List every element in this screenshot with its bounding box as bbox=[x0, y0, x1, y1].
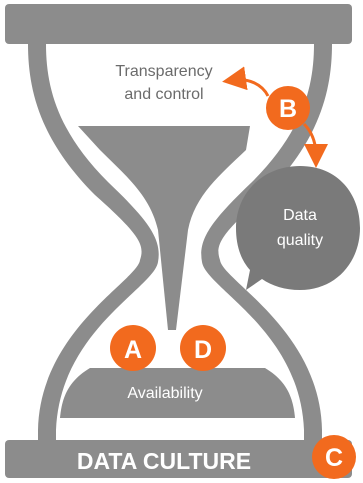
bottom-sand-label: Availability bbox=[127, 385, 202, 402]
badge-b-letter: B bbox=[279, 95, 297, 123]
hourglass-top-bar bbox=[5, 4, 352, 44]
base-label: DATA CULTURE bbox=[77, 448, 251, 474]
speech-bubble bbox=[236, 166, 360, 290]
bubble-label-line2: quality bbox=[277, 232, 323, 249]
badge-d: D bbox=[180, 325, 226, 371]
bubble-label-line1: Data bbox=[283, 207, 317, 224]
arrow-to-bubble bbox=[302, 122, 328, 168]
badge-c: C bbox=[312, 435, 356, 479]
arrow-to-transparency bbox=[222, 66, 270, 97]
badge-d-letter: D bbox=[194, 336, 212, 364]
top-label-line2: and control bbox=[124, 86, 203, 103]
badge-a: A bbox=[110, 325, 156, 371]
top-sand bbox=[78, 126, 250, 330]
badge-c-letter: C bbox=[325, 444, 343, 472]
top-label-line1: Transparency bbox=[115, 63, 212, 80]
badge-a-letter: A bbox=[124, 336, 142, 364]
badge-b: B bbox=[266, 86, 310, 130]
bottom-sand bbox=[60, 368, 295, 418]
hourglass-base-bar bbox=[5, 440, 352, 478]
